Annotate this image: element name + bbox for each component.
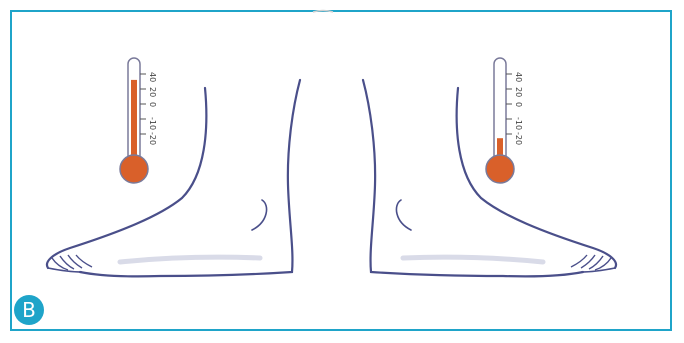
thermometer-left: 40 20 0 -10 -20 [120, 58, 157, 183]
tick-label: 0 [514, 102, 523, 107]
tick-label: -20 [514, 132, 523, 145]
tick-label: 40 [148, 72, 157, 82]
tick-label: 20 [514, 87, 523, 97]
tick-label: -10 [148, 117, 157, 130]
tick-marks [506, 74, 512, 134]
tick-label: -20 [148, 132, 157, 145]
tick-label: 20 [148, 87, 157, 97]
figure-label-badge: B [14, 295, 44, 325]
tick-label: 40 [514, 72, 523, 82]
thermometer-right: 40 20 0 -10 -20 [486, 58, 523, 183]
tick-label: 0 [148, 102, 157, 107]
tick-marks [140, 74, 146, 134]
tick-label: -10 [514, 117, 523, 130]
left-foot [47, 80, 300, 277]
